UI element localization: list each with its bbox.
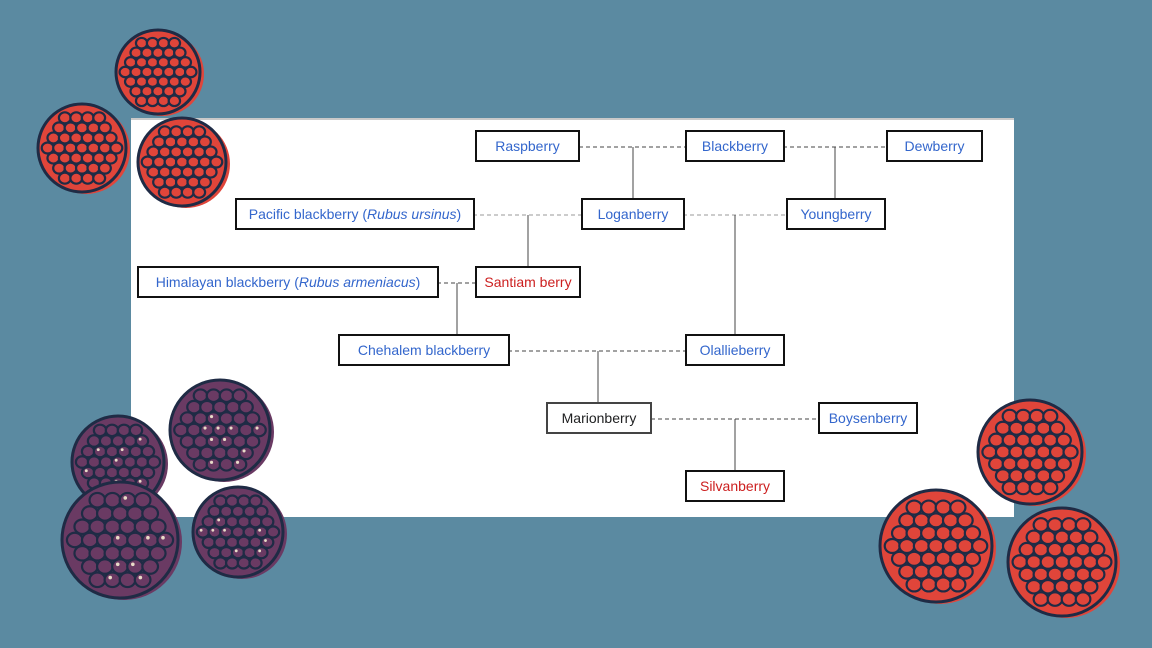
node-label: Santiam berry	[484, 274, 571, 290]
node-label-italic: Rubus armeniacus	[299, 274, 416, 290]
node-label: Olallieberry	[700, 342, 771, 358]
node-label-tail: )	[416, 274, 421, 290]
node-label: Boysenberry	[829, 410, 908, 426]
node-label: Raspberry	[495, 138, 560, 154]
node-raspberry[interactable]: Raspberry	[475, 130, 580, 162]
node-himalayan-blackberry[interactable]: Himalayan blackberry (Rubus armeniacus)	[137, 266, 439, 298]
node-marionberry: Marionberry	[546, 402, 652, 434]
node-chehalem-blackberry[interactable]: Chehalem blackberry	[338, 334, 510, 366]
node-olallieberry[interactable]: Olallieberry	[685, 334, 785, 366]
node-dewberry[interactable]: Dewberry	[886, 130, 983, 162]
node-youngberry[interactable]: Youngberry	[786, 198, 886, 230]
node-label: Chehalem blackberry	[358, 342, 490, 358]
node-silvanberry[interactable]: Silvanberry	[685, 470, 785, 502]
node-santiam-berry[interactable]: Santiam berry	[475, 266, 581, 298]
node-loganberry[interactable]: Loganberry	[581, 198, 685, 230]
node-blackberry[interactable]: Blackberry	[685, 130, 785, 162]
node-label-tail: )	[457, 206, 462, 222]
node-label-italic: Rubus ursinus	[367, 206, 457, 222]
node-label: Blackberry	[702, 138, 768, 154]
node-label: Pacific blackberry (	[249, 206, 367, 222]
node-label: Marionberry	[562, 410, 637, 426]
node-label: Himalayan blackberry (	[156, 274, 299, 290]
node-label: Dewberry	[905, 138, 965, 154]
node-label: Loganberry	[598, 206, 669, 222]
node-label: Silvanberry	[700, 478, 770, 494]
node-boysenberry[interactable]: Boysenberry	[818, 402, 918, 434]
node-label: Youngberry	[800, 206, 871, 222]
node-pacific-blackberry[interactable]: Pacific blackberry (Rubus ursinus)	[235, 198, 475, 230]
